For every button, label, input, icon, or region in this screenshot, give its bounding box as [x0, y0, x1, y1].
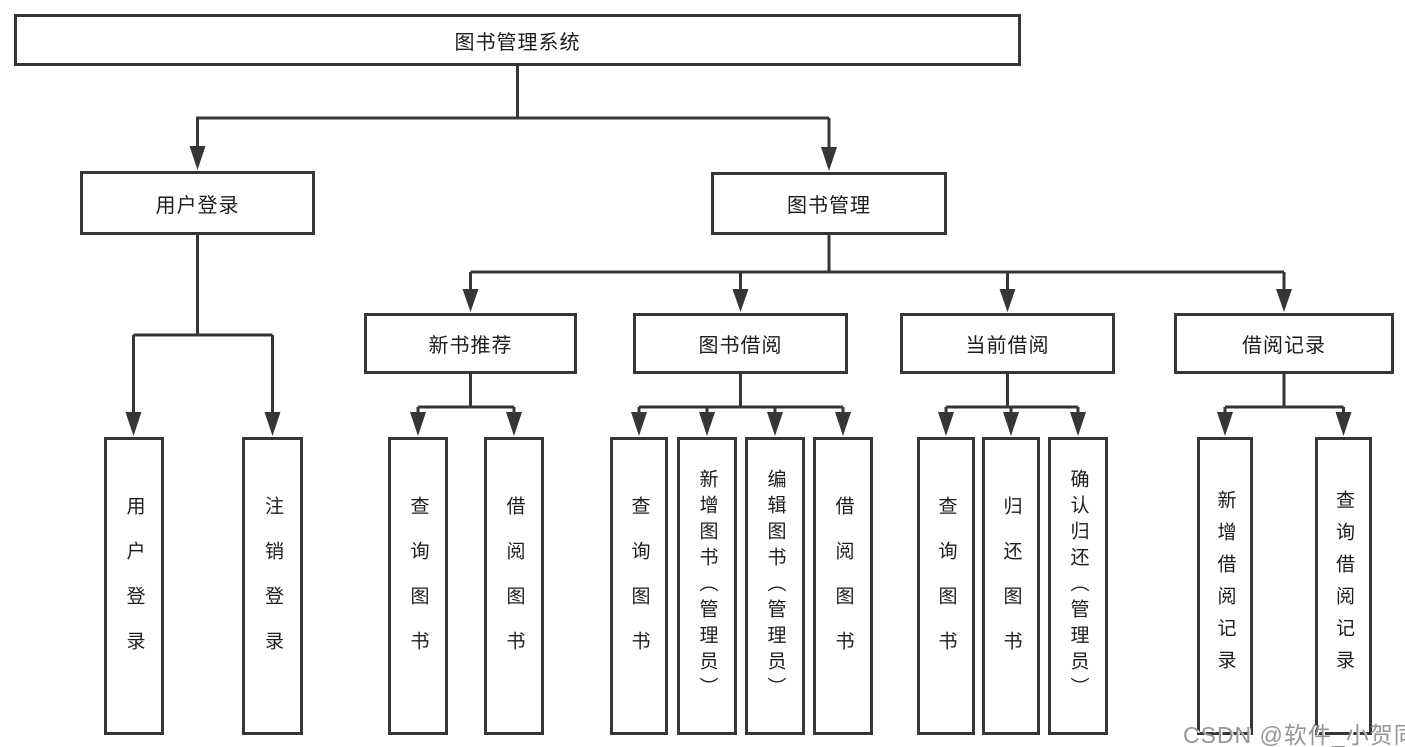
node-borrow-record-label: 借阅记录 [1242, 335, 1326, 357]
node-new-book-recommend-label: 新书推荐 [428, 335, 513, 357]
leaf-add-book-admin-label: 新增图书（管理员） [696, 469, 718, 703]
leaf-user-login-label: 用户登录 [123, 496, 145, 676]
leaf-logout: 注销登录 [242, 437, 303, 735]
leaf-query-book-1: 查询图书 [388, 437, 448, 735]
node-new-book-recommend: 新书推荐 [364, 313, 577, 374]
node-user-login: 用户登录 [80, 171, 315, 235]
node-root-system: 图书管理系统 [14, 14, 1021, 66]
leaf-borrow-book-1: 借阅图书 [484, 437, 544, 735]
leaf-return-book-label: 归还图书 [1000, 496, 1022, 676]
node-book-borrow: 图书借阅 [633, 313, 848, 374]
arrowhead-icons [125, 146, 1352, 436]
leaf-add-book-admin: 新增图书（管理员） [677, 437, 737, 735]
node-book-management-label: 图书管理 [787, 195, 871, 217]
leaf-logout-label: 注销登录 [262, 496, 283, 676]
leaf-query-book-3: 查询图书 [917, 437, 975, 735]
leaf-confirm-return-admin-label: 确认归还（管理员） [1067, 469, 1089, 703]
leaf-query-borrow-record: 查询借阅记录 [1315, 437, 1372, 735]
node-book-management: 图书管理 [711, 172, 947, 235]
node-root-label: 图书管理系统 [454, 31, 581, 54]
node-user-login-label: 用户登录 [155, 194, 240, 217]
csdn-watermark: CSDN @软件_小贺同学 [1183, 722, 1405, 747]
leaf-return-book: 归还图书 [982, 437, 1040, 735]
leaf-borrow-book-2: 借阅图书 [813, 437, 873, 735]
leaf-confirm-return-admin: 确认归还（管理员） [1048, 437, 1108, 735]
leaf-edit-book-admin: 编辑图书（管理员） [745, 437, 805, 735]
leaf-edit-book-admin-label: 编辑图书（管理员） [764, 469, 786, 703]
leaf-borrow-book-2-label: 借阅图书 [832, 496, 854, 676]
leaf-query-book-1-label: 查询图书 [407, 496, 429, 676]
leaf-add-borrow-record: 新增借阅记录 [1197, 437, 1253, 735]
leaf-user-login: 用户登录 [104, 437, 164, 735]
leaf-add-borrow-record-label: 新增借阅记录 [1214, 490, 1236, 682]
node-current-borrow: 当前借阅 [900, 313, 1115, 374]
leaf-query-borrow-record-label: 查询借阅记录 [1333, 490, 1354, 682]
leaf-borrow-book-1-label: 借阅图书 [503, 496, 525, 676]
leaf-query-book-2: 查询图书 [610, 437, 668, 735]
node-borrow-record: 借阅记录 [1174, 313, 1394, 374]
node-current-borrow-label: 当前借阅 [965, 335, 1050, 357]
leaf-query-book-3-label: 查询图书 [935, 496, 957, 676]
leaf-query-book-2-label: 查询图书 [628, 496, 650, 676]
node-book-borrow-label: 图书借阅 [698, 335, 783, 357]
